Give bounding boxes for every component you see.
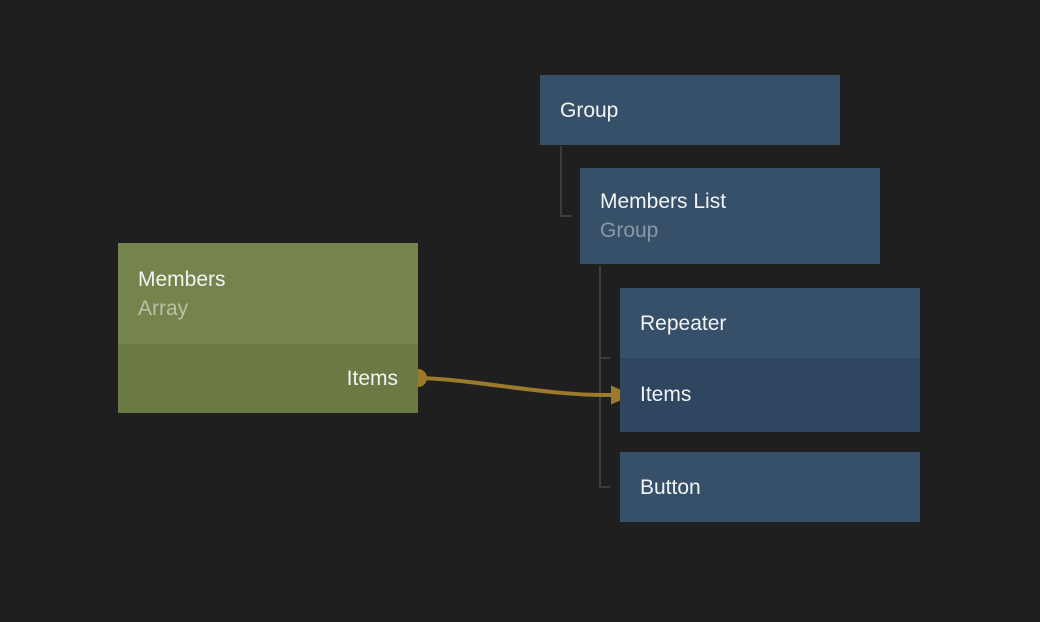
node-repeater-header: Repeater: [620, 288, 920, 358]
binding-wire-members-items-to-repeater-items[interactable]: [409, 369, 633, 405]
node-title: Repeater: [640, 311, 727, 335]
node-repeater[interactable]: Repeater Items: [620, 288, 920, 432]
node-title: Button: [640, 475, 701, 499]
tree-connector-members-list-to-button: [599, 266, 610, 488]
node-members-items-row[interactable]: Items: [118, 344, 418, 413]
node-title: Group: [560, 98, 619, 122]
node-button-header: Button: [620, 452, 920, 522]
binding-wire-path[interactable]: [417, 376, 613, 398]
node-group[interactable]: Group: [540, 75, 840, 145]
node-members-header: Members Array: [118, 243, 418, 344]
node-members-list-header: Members List Group: [580, 168, 880, 264]
node-subtitle: Group: [600, 219, 659, 242]
node-repeater-items-row[interactable]: Items: [620, 358, 920, 432]
node-title: Members List: [600, 190, 727, 213]
node-title: Members: [138, 267, 226, 291]
items-output-label: Items: [346, 366, 398, 390]
node-members[interactable]: Members Array Items: [118, 243, 418, 413]
node-subtitle: Array: [138, 296, 189, 320]
node-button[interactable]: Button: [620, 452, 920, 522]
node-group-header: Group: [540, 75, 840, 145]
tree-connector-group-to-members-list: [560, 146, 572, 217]
node-members-list[interactable]: Members List Group: [580, 168, 880, 264]
items-input-label: Items: [640, 383, 692, 406]
